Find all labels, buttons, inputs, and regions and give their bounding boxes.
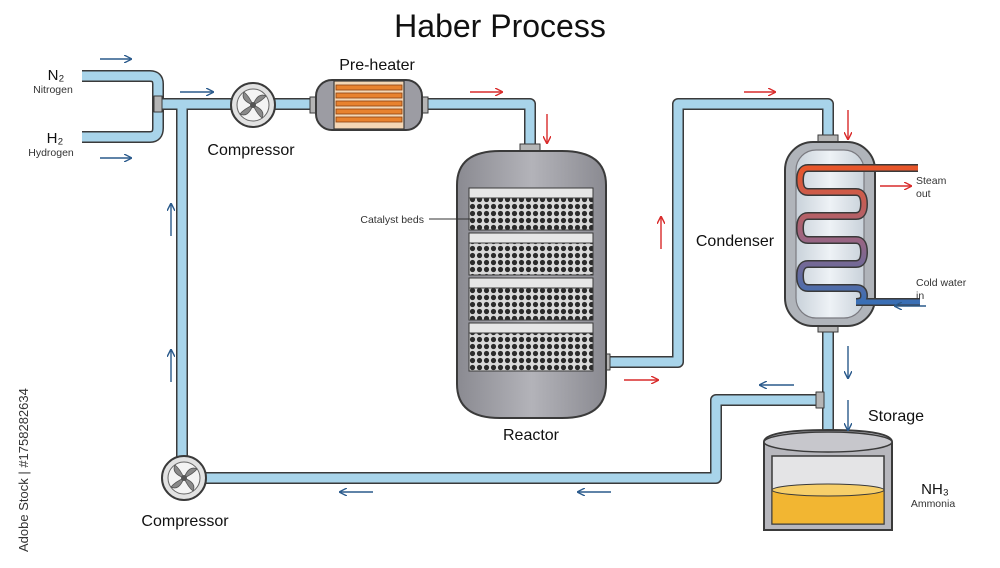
pipe-network	[82, 70, 834, 484]
n2-formula: N₂	[48, 67, 65, 84]
n2-name: Nitrogen	[33, 84, 73, 96]
storage-label: Storage	[868, 408, 924, 425]
h2-name: Hydrogen	[28, 147, 74, 159]
catalyst-beds	[468, 187, 594, 372]
page-title: Haber Process	[394, 8, 606, 44]
compressor-bottom-label: Compressor	[141, 513, 229, 530]
h2-formula: H₂	[47, 130, 64, 147]
preheater	[309, 79, 429, 131]
condenser-label: Condenser	[696, 233, 775, 250]
condenser	[784, 134, 920, 333]
reactor	[456, 143, 607, 419]
preheater-label: Pre-heater	[339, 57, 415, 74]
cold-water-in-line2: in	[916, 290, 924, 302]
storage-tank	[763, 428, 893, 531]
cold-water-in-line1: Cold water	[916, 277, 967, 289]
steam-out-line2: out	[916, 188, 931, 200]
catalyst-beds-label: Catalyst beds	[360, 214, 424, 226]
ammonia-label: Ammonia	[911, 498, 956, 510]
compressor-bottom	[161, 455, 207, 501]
compressor-top-label: Compressor	[207, 142, 295, 159]
reactor-label: Reactor	[503, 427, 560, 444]
nh3-formula: NH₃	[921, 481, 949, 498]
steam-out-line1: Steam	[916, 175, 947, 187]
watermark: Adobe Stock | #1758282634	[16, 388, 31, 552]
compressor-top	[230, 82, 276, 128]
flow-arrows	[100, 59, 926, 492]
